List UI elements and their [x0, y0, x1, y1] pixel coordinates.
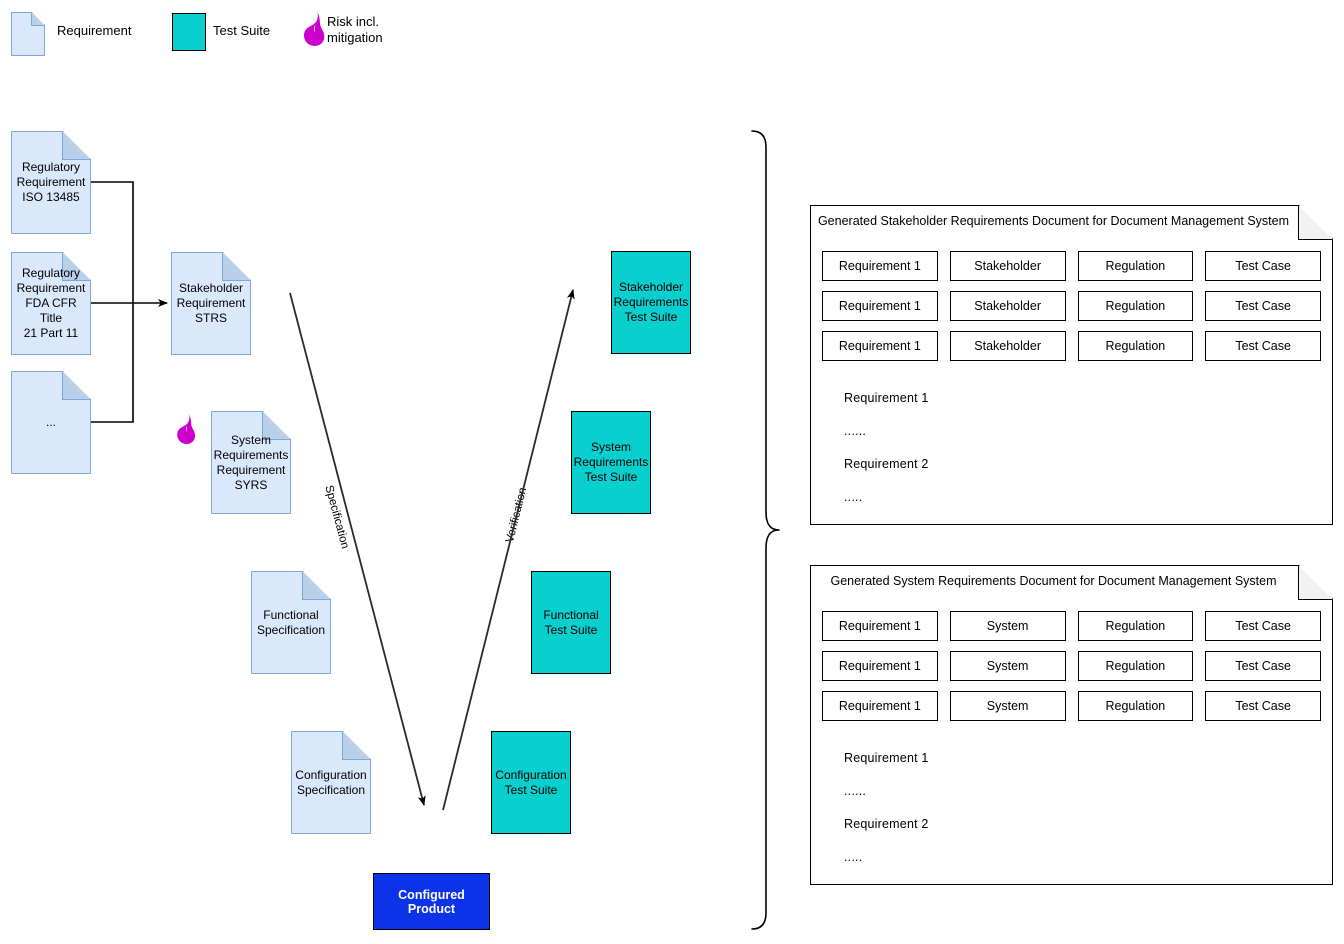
table-cell-regulation[interactable]: Regulation [1077, 331, 1194, 361]
table-cell-regulation[interactable]: Regulation [1077, 291, 1194, 321]
body-line: Requirement 2 [844, 457, 929, 471]
arrow-label-specification: Specification [322, 484, 351, 551]
body-line: Requirement 1 [844, 391, 929, 405]
requirement-node-more[interactable]: ... [11, 371, 91, 474]
risk-flame-icon-syrs [172, 412, 200, 448]
arrow-specification [289, 292, 426, 806]
body-line: ..... [844, 490, 863, 504]
table-cell-source[interactable]: System [949, 691, 1066, 721]
panel-body-text: Requirement 1 ...... Requirement 2 ..... [844, 751, 929, 883]
table-row: Requirement 1 System Regulation Test Cas… [822, 651, 1321, 681]
table-cell-test-case[interactable]: Test Case [1205, 331, 1321, 361]
node-label: System Requirements Requirement SYRS [213, 432, 289, 492]
body-line: ..... [844, 850, 863, 864]
node-label: ... [45, 415, 56, 429]
table-row: Requirement 1 Stakeholder Regulation Tes… [822, 331, 1321, 361]
table-cell-regulation[interactable]: Regulation [1077, 651, 1194, 681]
table-cell-requirement[interactable]: Requirement 1 [822, 291, 938, 321]
table-cell-requirement[interactable]: Requirement 1 [822, 251, 938, 281]
connector-more-to-bus [91, 303, 134, 423]
requirements-table: Requirement 1 Stakeholder Regulation Tes… [822, 251, 1321, 371]
requirement-node-syrs[interactable]: System Requirements Requirement SYRS [211, 411, 291, 514]
legend-label-risk: Risk incl. mitigation [327, 14, 383, 45]
arrow-label-verification: Verification [504, 486, 530, 544]
node-label: Stakeholder Requirement STRS [176, 281, 246, 325]
generated-document-stakeholder[interactable]: Generated Stakeholder Requirements Docum… [810, 205, 1333, 525]
node-label: Configuration Specification [295, 767, 367, 797]
table-cell-requirement[interactable]: Requirement 1 [822, 331, 938, 361]
document-icon-body [11, 12, 45, 56]
table-row: Requirement 1 Stakeholder Regulation Tes… [822, 251, 1321, 281]
table-cell-test-case[interactable]: Test Case [1205, 291, 1321, 321]
panel-title: Generated System Requirements Document f… [830, 574, 1277, 588]
body-line: ...... [844, 784, 867, 798]
node-label: Regulatory Requirement FDA CFR Title 21 … [16, 266, 86, 340]
table-cell-test-case[interactable]: Test Case [1205, 651, 1321, 681]
body-line: ...... [844, 424, 867, 438]
legend-square-icon [172, 13, 206, 51]
flame-icon [298, 10, 330, 50]
test-suite-node-configuration[interactable]: Configuration Test Suite [491, 731, 571, 834]
table-cell-regulation[interactable]: Regulation [1077, 251, 1194, 281]
table-cell-source[interactable]: System [949, 651, 1066, 681]
configured-product-node[interactable]: Configured Product [373, 873, 490, 930]
panel-body-text: Requirement 1 ...... Requirement 2 ..... [844, 391, 929, 523]
body-line: Requirement 1 [844, 751, 929, 765]
table-cell-source[interactable]: Stakeholder [949, 291, 1066, 321]
table-cell-regulation[interactable]: Regulation [1077, 691, 1194, 721]
node-label: Regulatory Requirement ISO 13485 [16, 160, 86, 204]
test-suite-node-system[interactable]: System Requirements Test Suite [571, 411, 651, 514]
table-cell-source[interactable]: System [949, 611, 1066, 641]
grouping-brace [751, 130, 780, 930]
requirement-node-strs[interactable]: Stakeholder Requirement STRS [171, 252, 251, 355]
table-row: Requirement 1 System Regulation Test Cas… [822, 691, 1321, 721]
legend-label-test-suite: Test Suite [213, 23, 271, 38]
legend-label-requirement: Requirement [57, 23, 132, 38]
panel-title: Generated Stakeholder Requirements Docum… [817, 214, 1290, 228]
table-cell-test-case[interactable]: Test Case [1205, 691, 1321, 721]
body-line: Requirement 2 [844, 817, 929, 831]
connector-iso-to-bus [91, 181, 134, 303]
table-row: Requirement 1 System Regulation Test Cas… [822, 611, 1321, 641]
generated-document-system[interactable]: Generated System Requirements Document f… [810, 565, 1333, 885]
legend-document-icon [11, 12, 45, 56]
requirement-node-configuration-specification[interactable]: Configuration Specification [291, 731, 371, 834]
test-suite-node-stakeholder[interactable]: Stakeholder Requirements Test Suite [611, 251, 691, 354]
table-cell-source[interactable]: Stakeholder [949, 251, 1066, 281]
table-cell-test-case[interactable]: Test Case [1205, 251, 1321, 281]
node-label: Functional Specification [256, 607, 326, 637]
table-cell-regulation[interactable]: Regulation [1077, 611, 1194, 641]
table-cell-requirement[interactable]: Requirement 1 [822, 691, 938, 721]
requirement-node-functional-specification[interactable]: Functional Specification [251, 571, 331, 674]
requirement-node-reg-fda[interactable]: Regulatory Requirement FDA CFR Title 21 … [11, 252, 91, 355]
table-row: Requirement 1 Stakeholder Regulation Tes… [822, 291, 1321, 321]
requirement-node-reg-iso[interactable]: Regulatory Requirement ISO 13485 [11, 131, 91, 234]
test-suite-node-functional[interactable]: Functional Test Suite [531, 571, 611, 674]
requirements-table: Requirement 1 System Regulation Test Cas… [822, 611, 1321, 731]
table-cell-source[interactable]: Stakeholder [949, 331, 1066, 361]
table-cell-requirement[interactable]: Requirement 1 [822, 651, 938, 681]
table-cell-requirement[interactable]: Requirement 1 [822, 611, 938, 641]
table-cell-test-case[interactable]: Test Case [1205, 611, 1321, 641]
